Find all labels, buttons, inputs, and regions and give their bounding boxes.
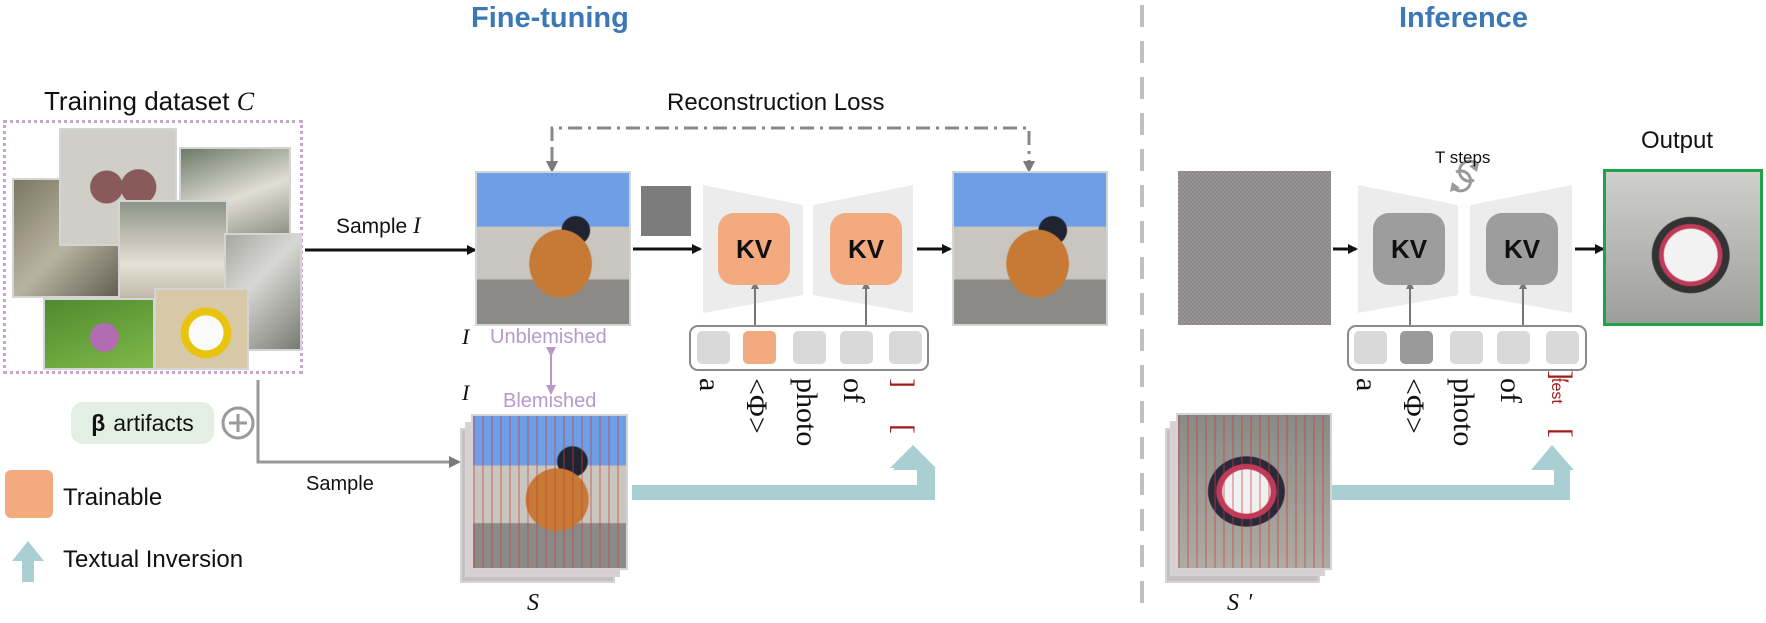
token-label-test-subscript: test — [1548, 378, 1565, 404]
output-label: Output — [1641, 127, 1714, 154]
legend-trainable: Trainable — [63, 484, 163, 511]
trainable-swatch — [5, 470, 53, 518]
inference-title: Inference — [1399, 2, 1528, 34]
token-a-inf — [1354, 331, 1387, 364]
reconstruction-loss-line — [550, 126, 1035, 173]
training-dataset-box — [3, 120, 303, 374]
token-label-of: of — [837, 378, 870, 403]
output-image-corgi — [952, 171, 1108, 326]
kv-block-decoder-finetune: KV — [830, 213, 902, 285]
token-phi — [743, 331, 776, 364]
sample-i-label: Sample I — [336, 213, 421, 239]
token-label-photo-inf: photo — [1447, 378, 1480, 447]
noise-patch — [641, 186, 691, 236]
prompt-token-box-inference — [1347, 325, 1587, 371]
blemished-image-corgi — [471, 414, 628, 570]
token-photo — [793, 331, 826, 364]
token-bracket-inf — [1546, 331, 1579, 364]
token-bracket — [889, 331, 922, 364]
sample-i-symbol: I — [413, 213, 421, 238]
token-of-inf — [1497, 331, 1530, 364]
token-of — [840, 331, 873, 364]
sample-i-text: Sample — [336, 215, 408, 238]
up-arrow-icon — [12, 541, 44, 582]
token-label-photo: photo — [790, 378, 823, 447]
token-label-phi-inf: <Φ> — [1397, 378, 1430, 434]
s-prime-symbol: S — [1227, 590, 1239, 616]
s-prime-mark: ′ — [1247, 590, 1253, 616]
input-image-corgi — [475, 171, 631, 326]
sample-s-arrow — [256, 380, 461, 468]
s-prime-label: S′ — [1227, 590, 1252, 617]
token-label-phi: <Φ> — [740, 378, 773, 434]
token-label-bracket-open: [ — [887, 424, 920, 434]
beta-artifacts-pill: β artifacts — [71, 402, 214, 444]
output-image-motorcycle — [1603, 169, 1763, 326]
sample-s-label: Sample — [306, 473, 374, 495]
t-steps-label: T steps — [1435, 148, 1491, 167]
textual-inversion-arrow-inference-shape — [1332, 445, 1574, 500]
beta-symbol: β — [91, 409, 106, 436]
dataset-image-clock — [154, 288, 249, 370]
noise-image — [1178, 171, 1331, 325]
legend-textual-inversion: Textual Inversion — [63, 546, 244, 573]
dataset-label-text: Training dataset — [44, 86, 230, 116]
token-a — [697, 331, 730, 364]
test-image-motorcycle — [1176, 413, 1332, 570]
refresh-icon — [1450, 159, 1480, 193]
kv-block-encoder-finetune: KV — [718, 213, 790, 285]
blemished-label: Blemished — [503, 390, 597, 412]
kv-block-decoder-inference: KV — [1486, 213, 1558, 285]
blemished-symbol: I — [462, 380, 470, 405]
token-label-a: a — [693, 378, 726, 392]
plus-circle-icon — [221, 406, 255, 440]
token-label-bracket-open-inf: [ — [1545, 428, 1578, 438]
reconstruction-loss-label: Reconstruction Loss — [667, 89, 885, 116]
kv-block-encoder-inference: KV — [1373, 213, 1445, 285]
token-label-a-inf: a — [1350, 378, 1383, 392]
dataset-image-flower — [43, 298, 155, 370]
artifacts-text: artifacts — [113, 409, 194, 436]
dataset-image-white-dog-grass — [179, 147, 291, 237]
token-photo-inf — [1450, 331, 1483, 364]
token-label-of-inf: of — [1494, 378, 1527, 403]
prompt-token-box-finetune — [689, 325, 929, 371]
textual-inversion-arrow-finetune-shape — [632, 445, 935, 500]
dataset-symbol: C — [236, 87, 255, 116]
s-label: S — [527, 590, 539, 616]
finetuning-title: Fine-tuning — [471, 2, 629, 34]
unblemished-label: Unblemished — [490, 326, 607, 348]
dataset-label: Training dataset C — [44, 86, 254, 117]
token-phi-inf — [1400, 331, 1433, 364]
token-label-bracket-close: ] — [887, 378, 920, 388]
unblemished-symbol: I — [462, 324, 470, 349]
